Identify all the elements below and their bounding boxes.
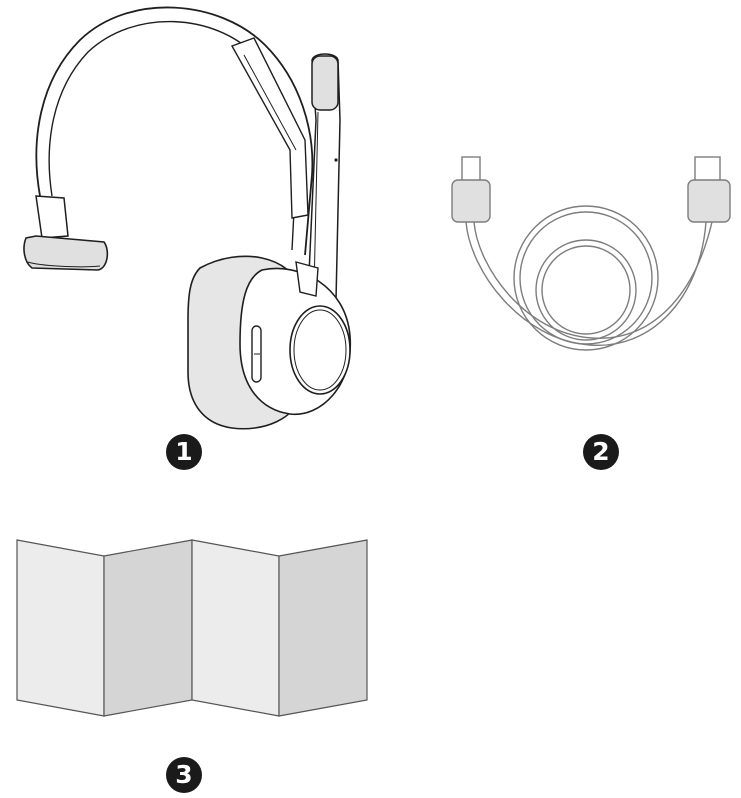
stabilizer-arm — [35, 195, 69, 239]
item-number-badge-3: 3 — [166, 757, 202, 793]
cable-right-plug-tip — [694, 156, 721, 182]
manual-panel-4 — [278, 539, 368, 717]
cable-wire — [465, 205, 713, 351]
manual-panel-1 — [16, 539, 105, 717]
headband — [35, 6, 314, 256]
headband-slider — [230, 37, 309, 219]
item-number-badge-2: 2 — [583, 434, 619, 470]
hinge — [295, 261, 319, 297]
folded-manual-icon — [16, 539, 368, 717]
ear-cup-plate — [289, 305, 351, 395]
cable-left-plug-tip — [461, 156, 481, 182]
stabilizer-pad — [23, 235, 109, 271]
manual-panel-2 — [103, 539, 193, 717]
usb-cable-icon — [451, 156, 731, 351]
manual-panel-3 — [191, 539, 280, 717]
mic-tip — [311, 55, 339, 111]
cable-left-plug-body — [451, 179, 491, 223]
cable-right-plug-body — [687, 179, 731, 223]
headset-icon — [23, 6, 352, 430]
item-number-badge-1: 1 — [166, 434, 202, 470]
